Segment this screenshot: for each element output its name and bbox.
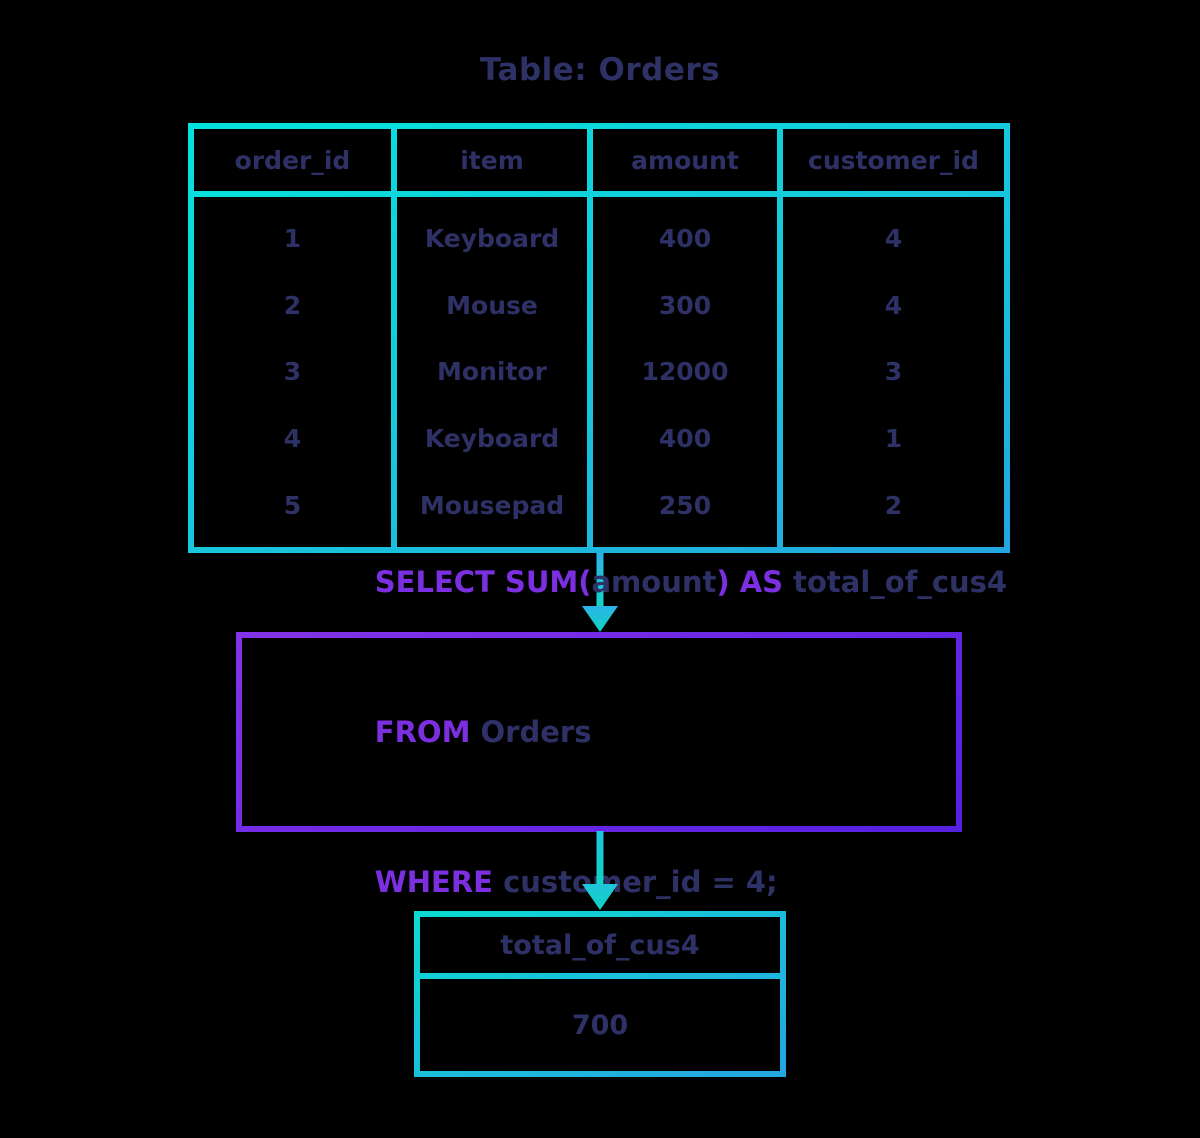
table-cell: 4	[884, 290, 903, 320]
sql-keyword: WHERE	[374, 865, 504, 899]
orders-table-column-order-id: 1 2 3 4 5	[194, 197, 391, 547]
sql-query-box: SELECT SUM(amount) AS total_of_cus4 FROM…	[236, 565, 1007, 899]
table-cell: 250	[658, 491, 712, 521]
orders-table-header-item: item	[397, 129, 587, 191]
sql-keyword: SELECT SUM(	[374, 565, 592, 599]
result-table-header: total_of_cus4	[420, 917, 780, 973]
sql-keyword: ) AS	[716, 565, 794, 599]
arrow-down-icon	[582, 831, 618, 910]
table-cell: 2	[283, 290, 302, 320]
sql-query-text: SELECT SUM(amount) AS total_of_cus4 FROM…	[242, 565, 1007, 899]
sql-keyword: FROM	[374, 715, 481, 749]
table-cell: 400	[658, 223, 712, 253]
table-cell: 5	[283, 491, 302, 521]
table-cell: 4	[884, 223, 903, 253]
sql-identifier: customer_id = 4;	[503, 865, 778, 899]
table-cell: 4	[283, 424, 302, 454]
table-cell: 3	[884, 357, 903, 387]
result-table: total_of_cus4 700	[414, 911, 786, 1077]
table-cell: 2	[884, 491, 903, 521]
arrow-down-icon	[582, 553, 618, 632]
table-cell: 300	[658, 290, 712, 320]
sql-line-select: SELECT SUM(amount) AS total_of_cus4	[294, 507, 1007, 657]
diagram-title: Table: Orders	[479, 52, 721, 88]
orders-table: order_id item amount customer_id 1 2 3 4…	[188, 123, 1010, 553]
table-cell: Keyboard	[424, 424, 560, 454]
table-cell: Monitor	[437, 357, 547, 387]
orders-table-header-amount: amount	[593, 129, 777, 191]
table-cell: 3	[283, 357, 302, 387]
sql-identifier: Orders	[480, 715, 592, 749]
sql-identifier: total_of_cus4	[793, 565, 1008, 599]
orders-table-column-amount: 400 300 12000 400 250	[593, 197, 777, 547]
orders-table-column-customer-id: 4 4 3 1 2	[783, 197, 1004, 547]
table-cell: 12000	[641, 357, 729, 387]
orders-table-header-order-id: order_id	[194, 129, 391, 191]
table-cell: 1	[884, 424, 903, 454]
table-cell: Mouse	[446, 290, 538, 320]
table-cell: 400	[658, 424, 712, 454]
sql-line-from: FROM Orders	[294, 657, 956, 807]
table-cell: Keyboard	[424, 223, 560, 253]
table-cell: Mousepad	[419, 491, 565, 521]
orders-table-column-item: Keyboard Mouse Monitor Keyboard Mousepad	[397, 197, 587, 547]
table-cell: 1	[283, 223, 302, 253]
orders-table-header-customer-id: customer_id	[783, 129, 1004, 191]
sql-identifier: amount	[591, 565, 717, 599]
result-table-value: 700	[420, 979, 780, 1071]
